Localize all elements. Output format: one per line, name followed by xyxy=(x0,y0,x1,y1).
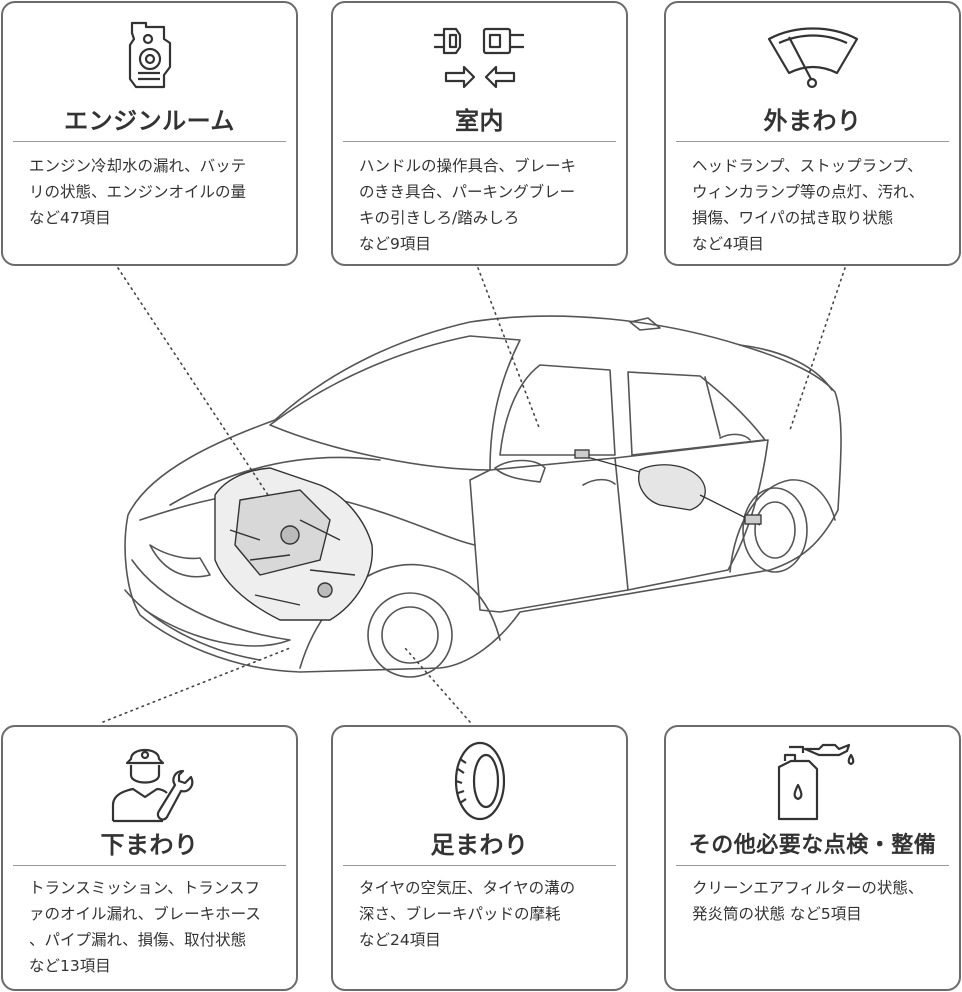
divider xyxy=(343,865,616,866)
wiper-icon xyxy=(666,21,959,95)
divider xyxy=(13,865,286,866)
card-description: トランスミッション、トランスフ ァのオイル漏れ、ブレーキホース 、パイプ漏れ、損… xyxy=(29,879,261,975)
leader-underbody xyxy=(102,647,291,723)
card-underbody: 下まわり トランスミッション、トランスフ ァのオイル漏れ、ブレーキホース 、パイ… xyxy=(1,725,298,991)
car-front-window xyxy=(499,364,616,456)
car-body-outline xyxy=(124,315,842,673)
card-exterior: 外まわり ヘッドランプ、ストップランプ、 ウィンカランプ等の点灯、汚れ、 損傷、… xyxy=(664,1,961,266)
card-description: エンジン冷却水の漏れ、バッテ リの状態、エンジンオイルの量 など47項目 xyxy=(29,157,247,227)
car-front-door xyxy=(469,457,629,613)
card-title: その他必要な点検・整備 xyxy=(688,833,937,858)
engine-icon xyxy=(3,17,296,97)
leader-exterior xyxy=(789,267,846,431)
card-title: 下まわり xyxy=(100,831,199,859)
car-front-wheel xyxy=(367,592,453,678)
card-title: エンジンルーム xyxy=(64,107,235,135)
car-front-bumper xyxy=(131,559,291,647)
card-interior: 室内 ハンドルの操作具合、ブレーキ のきき具合、パーキングブレー キの引きしろ/… xyxy=(331,1,628,266)
card-suspension: 足まわり タイヤの空気圧、タイヤの溝の 深さ、ブレーキパッドの摩耗 など24項目 xyxy=(331,725,628,991)
card-title: 外まわり xyxy=(763,107,862,135)
car-rear-wheel xyxy=(742,487,808,573)
card-description: ハンドルの操作具合、ブレーキ のきき具合、パーキングブレー キの引きしろ/踏みし… xyxy=(359,157,577,253)
leader-engine xyxy=(117,267,269,496)
leader-interior xyxy=(477,267,541,431)
card-description: ヘッドランプ、ストップランプ、 ウィンカランプ等の点灯、汚れ、 損傷、ワイパの拭… xyxy=(692,157,925,253)
car-windshield xyxy=(269,335,521,471)
divider xyxy=(13,141,286,142)
card-title: 足まわり xyxy=(430,831,529,859)
card-description: タイヤの空気圧、タイヤの溝の 深さ、ブレーキパッドの摩耗 など24項目 xyxy=(359,879,576,949)
oil-can-icon xyxy=(666,739,959,827)
mechanic-icon xyxy=(3,741,296,831)
card-title: 室内 xyxy=(455,107,504,135)
leader-suspension xyxy=(404,647,471,723)
seatbelt-buckle-icon xyxy=(333,21,626,95)
divider xyxy=(676,865,949,866)
car-side-mirror xyxy=(494,459,546,483)
tire-icon xyxy=(333,739,626,827)
divider xyxy=(343,141,616,142)
card-other-maintenance: その他必要な点検・整備 クリーンエアフィルターの状態、 発炎筒の状態 など5項目 xyxy=(664,725,961,991)
car-rear-wheel-arch xyxy=(729,479,836,573)
divider xyxy=(676,141,949,142)
card-description: クリーンエアフィルターの状態、 発炎筒の状態 など5項目 xyxy=(692,879,924,923)
rear-drive-unit xyxy=(574,449,762,526)
card-engine-room: エンジンルーム エンジン冷却水の漏れ、バッテ リの状態、エンジンオイルの量 など… xyxy=(1,1,298,266)
engine-assembly xyxy=(214,467,373,621)
